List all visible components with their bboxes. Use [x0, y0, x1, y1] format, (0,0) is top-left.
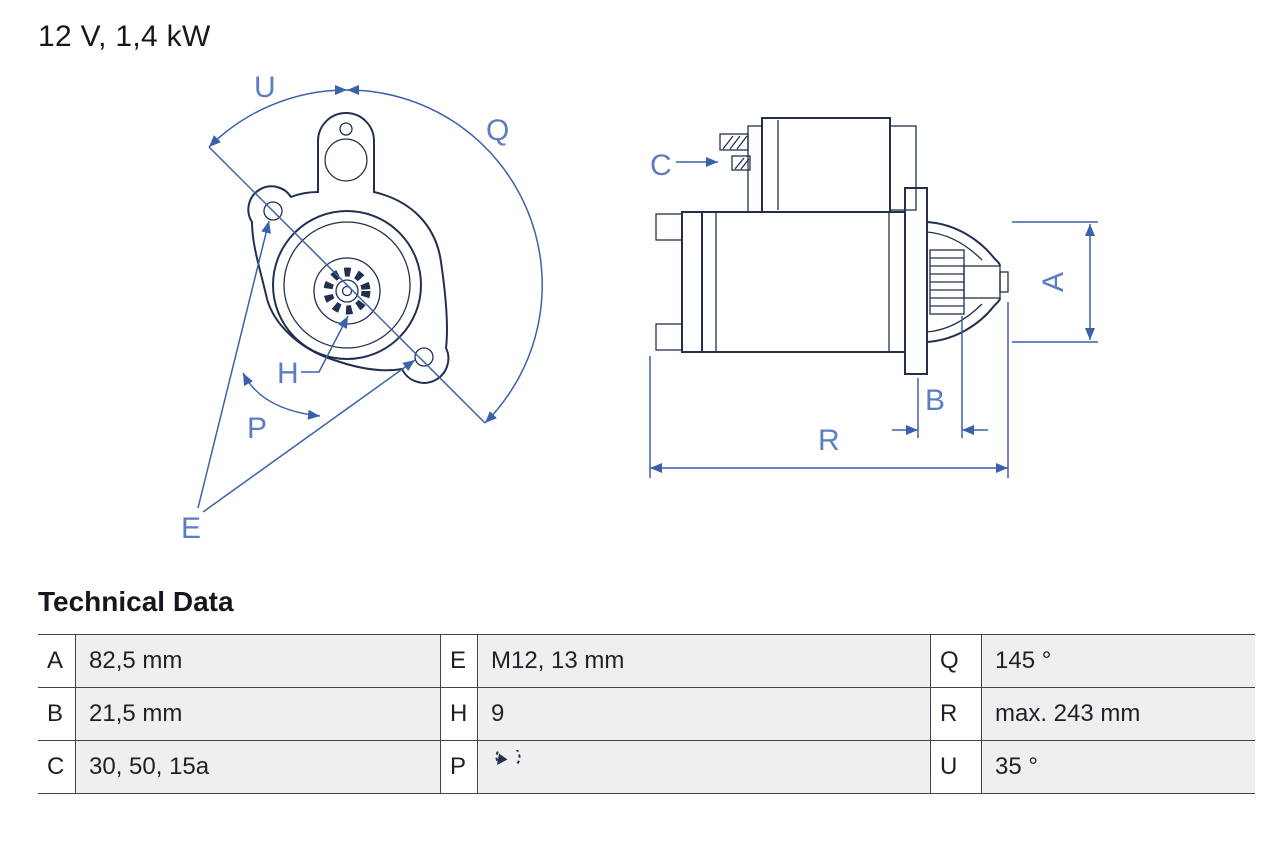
pinion-core — [335, 279, 359, 303]
spec-value-b: 21,5 mm — [76, 688, 440, 741]
spec-value-h: 9 — [478, 688, 930, 741]
dim-label-q: Q — [486, 114, 509, 147]
tab-pilot-hole — [324, 138, 368, 182]
technical-data-table: A 82,5 mm E M12, 13 mm Q 145 ° B 21,5 mm… — [38, 634, 1255, 794]
solenoid-body — [761, 117, 891, 213]
page-title: 12 V, 1,4 kW — [38, 20, 211, 53]
dim-label-p: P — [247, 412, 267, 445]
thru-bolt-upper — [655, 213, 683, 241]
shaft-tip — [999, 271, 1009, 293]
drive-shaft — [963, 265, 1001, 299]
terminal-stud-50 — [731, 155, 751, 171]
spec-value-p — [478, 741, 930, 794]
spec-label-c: C — [38, 741, 76, 794]
pinion-teeth-hatch — [930, 257, 964, 307]
mounting-flange-plate — [904, 187, 928, 375]
dim-label-u: U — [254, 71, 276, 104]
spec-label-e: E — [440, 635, 478, 688]
solenoid-cap — [889, 125, 917, 211]
spec-value-c: 30, 50, 15a — [76, 741, 440, 794]
mounting-hole-upper — [263, 201, 283, 221]
spec-label-a: A — [38, 635, 76, 688]
tab-small-hole — [339, 122, 353, 136]
terminal-stud-30 — [719, 133, 749, 151]
drive-housing-ribs — [926, 231, 983, 333]
spec-label-q: Q — [930, 635, 982, 688]
dim-label-a: A — [1037, 272, 1070, 292]
spec-value-u: 35 ° — [982, 741, 1255, 794]
spec-label-u: U — [930, 741, 982, 794]
dimension-arc-q — [346, 85, 543, 424]
leader-e-upper — [197, 220, 271, 509]
commutator-end-cap — [681, 211, 703, 353]
mounting-flange-outline — [247, 112, 450, 384]
mounting-hole-lower — [414, 347, 434, 367]
spec-value-q: 145 ° — [982, 635, 1255, 688]
starter-front-view: U Q H P E — [181, 71, 543, 545]
spec-value-a: 82,5 mm — [76, 635, 440, 688]
spec-value-e: M12, 13 mm — [478, 635, 930, 688]
dim-label-h: H — [277, 357, 299, 390]
technical-data-heading: Technical Data — [38, 586, 234, 617]
spec-label-p: P — [440, 741, 478, 794]
drive-housing-bottom — [926, 297, 1001, 343]
dim-label-b: B — [925, 384, 945, 417]
starter-motor-diagram: U Q H P E — [181, 71, 1098, 545]
spec-label-b: B — [38, 688, 76, 741]
dim-label-r: R — [818, 424, 840, 457]
dimension-arc-u — [208, 84, 348, 148]
terminal-thread-hatch — [722, 135, 750, 170]
spec-label-r: R — [930, 688, 982, 741]
dimension-leader-h — [301, 315, 349, 373]
thru-bolt-lower — [655, 323, 683, 351]
pinion-gear-teeth — [323, 267, 371, 315]
spec-label-h: H — [440, 688, 478, 741]
dim-label-c: C — [650, 149, 672, 182]
motor-housing — [701, 211, 906, 353]
rotation-ccw-icon — [495, 750, 521, 765]
starter-side-view: C A B R — [649, 117, 1098, 478]
spec-value-r: max. 243 mm — [982, 688, 1255, 741]
leader-e-lower — [202, 359, 416, 513]
dimension-arc-p — [242, 372, 321, 420]
dim-label-e: E — [181, 512, 201, 545]
drive-housing-top — [926, 221, 1001, 267]
